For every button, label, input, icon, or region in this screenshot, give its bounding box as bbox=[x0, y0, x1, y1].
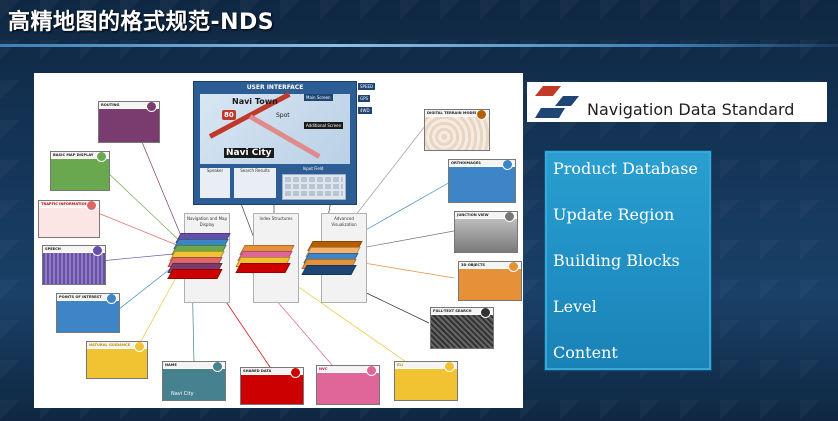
objects-icon bbox=[508, 262, 519, 272]
nvc-icon bbox=[366, 366, 377, 376]
card-basic-map-display: BASIC MAP DISPLAY bbox=[50, 151, 110, 191]
card-orthoimages: ORTHOIMAGES bbox=[448, 159, 516, 203]
guidance-icon bbox=[134, 342, 145, 352]
traffic-icon bbox=[86, 201, 97, 211]
list-item-content: Content bbox=[553, 343, 618, 362]
input-field-label: Input Field bbox=[302, 166, 324, 171]
main-screen-tag: Main Screen bbox=[304, 94, 333, 101]
list-item-building-blocks: Building Blocks bbox=[553, 251, 680, 270]
ui-header: USER INTERFACE bbox=[246, 84, 304, 91]
list-item-product-database: Product Database bbox=[553, 159, 698, 178]
card-3d-objects: 3D OBJECTS bbox=[458, 261, 522, 301]
card-junction-view: JUNCTION VIEW bbox=[454, 211, 518, 253]
additional-screen-tag: Additional Screen bbox=[304, 122, 344, 129]
card-nvc: NVC bbox=[316, 365, 380, 405]
card-eli: ELI bbox=[394, 361, 458, 401]
name-icon bbox=[212, 362, 223, 372]
card-speech-label: SPEECH bbox=[43, 246, 105, 252]
card-name: NAME Navi City bbox=[162, 361, 226, 401]
shared-data-icon bbox=[290, 368, 301, 378]
card-shared-data: SHARED DATA bbox=[240, 367, 304, 405]
user-interface-panel: USER INTERFACE 80 Navi Town Spot Navi Ci… bbox=[193, 81, 357, 205]
column-index-label: Index Structures bbox=[259, 216, 293, 221]
search-results-label: Search Results bbox=[240, 168, 270, 173]
card-basic-map-label: BASIC MAP DISPLAY bbox=[51, 152, 109, 158]
nds-structure-list: Product Database Update Region Building … bbox=[544, 150, 712, 371]
search-icon bbox=[480, 308, 491, 318]
card-poi-label: POINTS OF INTEREST bbox=[57, 294, 119, 300]
routing-icon bbox=[146, 102, 157, 112]
card-orthoimages-label: ORTHOIMAGES bbox=[449, 160, 515, 166]
junction-icon bbox=[504, 212, 515, 222]
keyboard-icon bbox=[282, 174, 346, 200]
card-search-label: FULL-TEXT SEARCH bbox=[431, 308, 493, 314]
side-tag-1: SPEED bbox=[358, 83, 376, 90]
card-dtm-label: DIGITAL TERRAIN MODEL bbox=[425, 110, 489, 116]
poi-icon bbox=[106, 294, 117, 304]
spot-label: Spot bbox=[276, 112, 290, 119]
speaker-box: Speaker bbox=[200, 168, 230, 198]
side-tag-3: 4WD bbox=[358, 107, 372, 114]
title-underline bbox=[0, 44, 838, 47]
column-visualization-label: Advanced Visualization bbox=[331, 216, 357, 227]
terrain-icon bbox=[476, 110, 487, 120]
speech-icon bbox=[92, 246, 103, 256]
card-3d-label: 3D OBJECTS bbox=[459, 262, 521, 268]
main-screen-map: 80 Navi Town Spot Navi City Main Screen … bbox=[200, 92, 350, 164]
card-natural-guidance-label: NATURAL GUIDANCE bbox=[87, 342, 147, 348]
nds-logo-mark bbox=[535, 86, 579, 118]
card-traffic-label: TRAFFIC INFORMATION bbox=[39, 201, 99, 207]
speed-sign: 80 bbox=[222, 110, 236, 120]
card-name-detail: Navi City bbox=[171, 391, 194, 397]
search-results-box: Search Results bbox=[234, 168, 276, 198]
card-digital-terrain-model: DIGITAL TERRAIN MODEL bbox=[424, 109, 490, 151]
navi-town-label: Navi Town bbox=[232, 97, 278, 106]
list-item-level: Level bbox=[553, 297, 597, 316]
nds-logo-text: Navigation Data Standard bbox=[587, 100, 795, 119]
orthoimages-icon bbox=[502, 160, 513, 170]
card-nvc-label: NVC bbox=[317, 366, 379, 372]
eli-icon bbox=[444, 362, 455, 372]
slide-title: 高精地图的格式规范-NDS bbox=[8, 10, 275, 35]
column-navigation-label: Navigation and Map Display bbox=[186, 216, 228, 227]
map-icon bbox=[96, 152, 107, 162]
card-name-label: NAME bbox=[163, 362, 225, 368]
card-junction-label: JUNCTION VIEW bbox=[455, 212, 517, 218]
card-traffic-information: TRAFFIC INFORMATION bbox=[38, 200, 100, 238]
navi-city-label: Navi City bbox=[224, 148, 274, 158]
nds-logo: Navigation Data Standard bbox=[527, 82, 827, 122]
card-natural-guidance: NATURAL GUIDANCE bbox=[86, 341, 148, 379]
speaker-label: Speaker bbox=[206, 168, 224, 173]
card-routing: ROUTING bbox=[98, 101, 160, 143]
card-routing-label: ROUTING bbox=[99, 102, 159, 108]
card-eli-label: ELI bbox=[395, 362, 457, 368]
list-item-update-region: Update Region bbox=[553, 205, 675, 224]
card-full-text-search: FULL-TEXT SEARCH bbox=[430, 307, 494, 349]
side-tag-2: GPS bbox=[358, 95, 371, 102]
card-speech: SPEECH bbox=[42, 245, 106, 285]
card-shared-data-label: SHARED DATA bbox=[241, 368, 303, 374]
card-points-of-interest: POINTS OF INTEREST bbox=[56, 293, 120, 333]
nds-architecture-diagram: USER INTERFACE 80 Navi Town Spot Navi Ci… bbox=[34, 73, 523, 408]
